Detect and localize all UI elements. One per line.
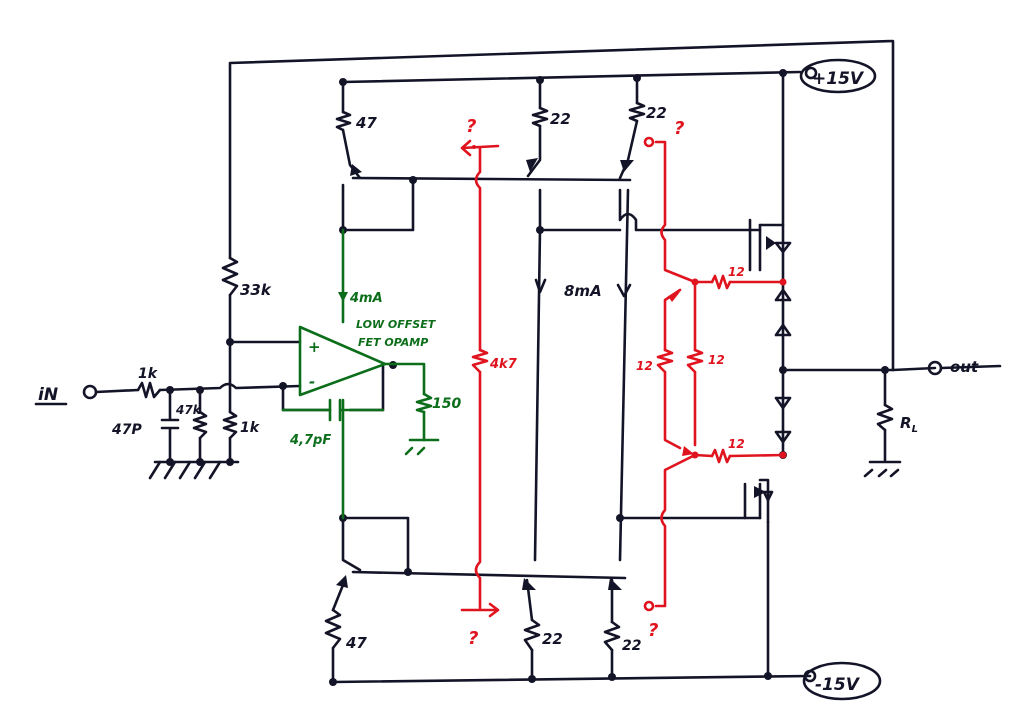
comp-capacitor-label: 4,7pF (289, 433, 331, 448)
opamp-output-resistor-label: 150 (432, 396, 461, 412)
bottom-emitter-right-label: 22 (622, 638, 641, 654)
resistor-47-bottom (324, 608, 342, 650)
top-emitter-left-label: 47 (355, 114, 377, 132)
positive-rail-label: +15V (812, 69, 865, 89)
lower-base-resistor-label: 12 (728, 437, 745, 451)
bias-current-label: 4mA (349, 291, 383, 306)
output-current-label: 8mA (564, 282, 602, 300)
question-bottom-right: ? (648, 620, 658, 641)
resistor-22-bottom-right (603, 620, 621, 652)
resistor-1k-shunt (222, 410, 238, 440)
opamp-plus: + (308, 338, 321, 356)
upper-base-resistor-label: 12 (728, 265, 745, 279)
question-top-center: ? (466, 116, 476, 137)
negative-rail-label: -15V (815, 675, 861, 695)
top-emitter-right-label: 22 (646, 104, 667, 122)
opamp-label-line2: FET OPAMP (358, 336, 428, 349)
shunt-capacitor-label: 47P (111, 422, 142, 438)
power-terminals (82, 58, 1002, 701)
divider-right-label: 12 (708, 353, 725, 367)
opamp-minus: - (309, 373, 315, 391)
negative-rail-badge (802, 661, 882, 701)
resistor-22-bottom-mid (523, 618, 541, 652)
opamp-section (281, 228, 440, 520)
opamp-triangle (298, 325, 387, 397)
output-label: out (950, 358, 979, 376)
opamp-label-line1: LOW OFFSET (356, 318, 437, 331)
modification-section (460, 136, 787, 618)
feedback-resistor-label: 33k (240, 281, 272, 299)
question-top-right: ? (674, 118, 684, 139)
main-wiring (94, 39, 937, 684)
question-bottom-center: ? (468, 628, 478, 649)
divider-left-label: 12 (636, 359, 653, 373)
resistor-47-top (335, 110, 352, 132)
resistor-symbols (136, 101, 894, 652)
positive-rail-badge (799, 58, 877, 94)
input-terminal (82, 384, 98, 400)
resistor-1k-series (136, 381, 162, 399)
red-bias-resistor-label: 4k7 (489, 357, 518, 372)
resistor-load (876, 403, 894, 432)
shunt-resistor-label: 47k (175, 403, 202, 417)
resistor-33k (221, 256, 239, 297)
bottom-emitter-left-label: 47 (345, 634, 367, 652)
resistor-47k (192, 410, 208, 440)
series-resistor-label: 1k (138, 366, 159, 382)
top-emitter-mid-label: 22 (550, 110, 571, 128)
labels: +15V -15V iN out 1k 47P 47k 1k 33k 47 22… (34, 69, 979, 695)
transistor-arrows (336, 158, 776, 590)
bias-resistor-label: 1k (240, 420, 261, 436)
input-label: iN (38, 385, 58, 405)
bottom-emitter-mid-label: 22 (542, 630, 563, 648)
resistor-22-top-mid (531, 106, 549, 128)
load-label: RL (900, 414, 918, 435)
resistor-22-top-right (628, 101, 646, 123)
